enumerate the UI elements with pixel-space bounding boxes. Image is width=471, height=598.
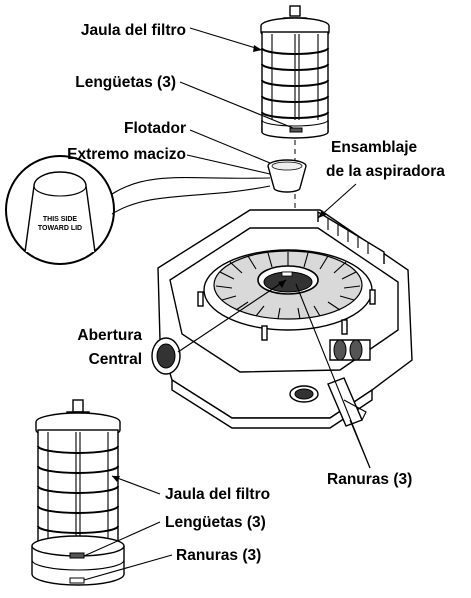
top-filter-cage bbox=[260, 5, 330, 139]
label-solid-end: Extremo macizo bbox=[67, 146, 186, 163]
vacuum-assembly bbox=[151, 209, 413, 429]
leader-lines bbox=[83, 27, 371, 581]
label-assembly-line1: Ensamblaje bbox=[331, 139, 418, 156]
label-central-opening-line1: Abertura bbox=[77, 327, 142, 344]
float-detail-line2: TOWARD LID bbox=[38, 225, 82, 232]
float-detail-callout: THIS SIDE TOWARD LID bbox=[5, 155, 271, 265]
label-bottom-filter-cage: Jaula del filtro bbox=[165, 486, 270, 503]
float bbox=[267, 159, 307, 193]
label-mid-slots: Ranuras (3) bbox=[327, 471, 412, 488]
label-float: Flotador bbox=[124, 120, 186, 137]
label-central-opening-line2: Central bbox=[89, 351, 142, 368]
label-bottom-tabs: Lengüetas (3) bbox=[165, 514, 266, 531]
float-detail-line1: THIS SIDE bbox=[43, 216, 78, 223]
label-top-tabs: Lengüetas (3) bbox=[75, 74, 176, 91]
label-top-filter-cage: Jaula del filtro bbox=[81, 22, 186, 39]
label-bottom-slots: Ranuras (3) bbox=[176, 547, 261, 564]
label-assembly-line2: de la aspiradora bbox=[326, 163, 445, 180]
bottom-filter-cage bbox=[31, 399, 125, 586]
